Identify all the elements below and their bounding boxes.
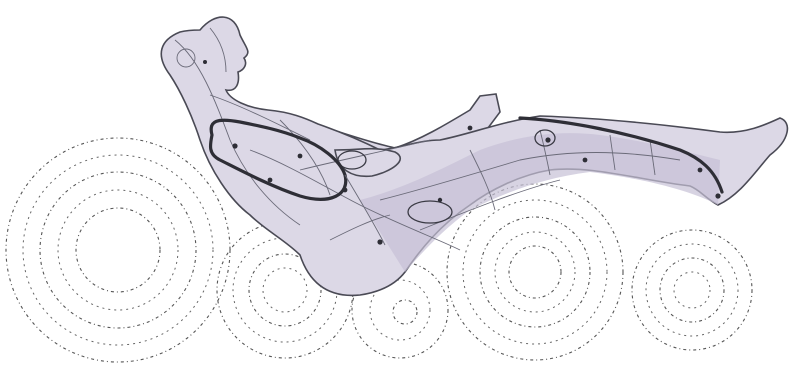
circle-group-left xyxy=(6,138,230,362)
circle-group-right xyxy=(632,230,752,350)
human-figure xyxy=(161,17,787,295)
circle-group-mid-right xyxy=(447,184,623,360)
